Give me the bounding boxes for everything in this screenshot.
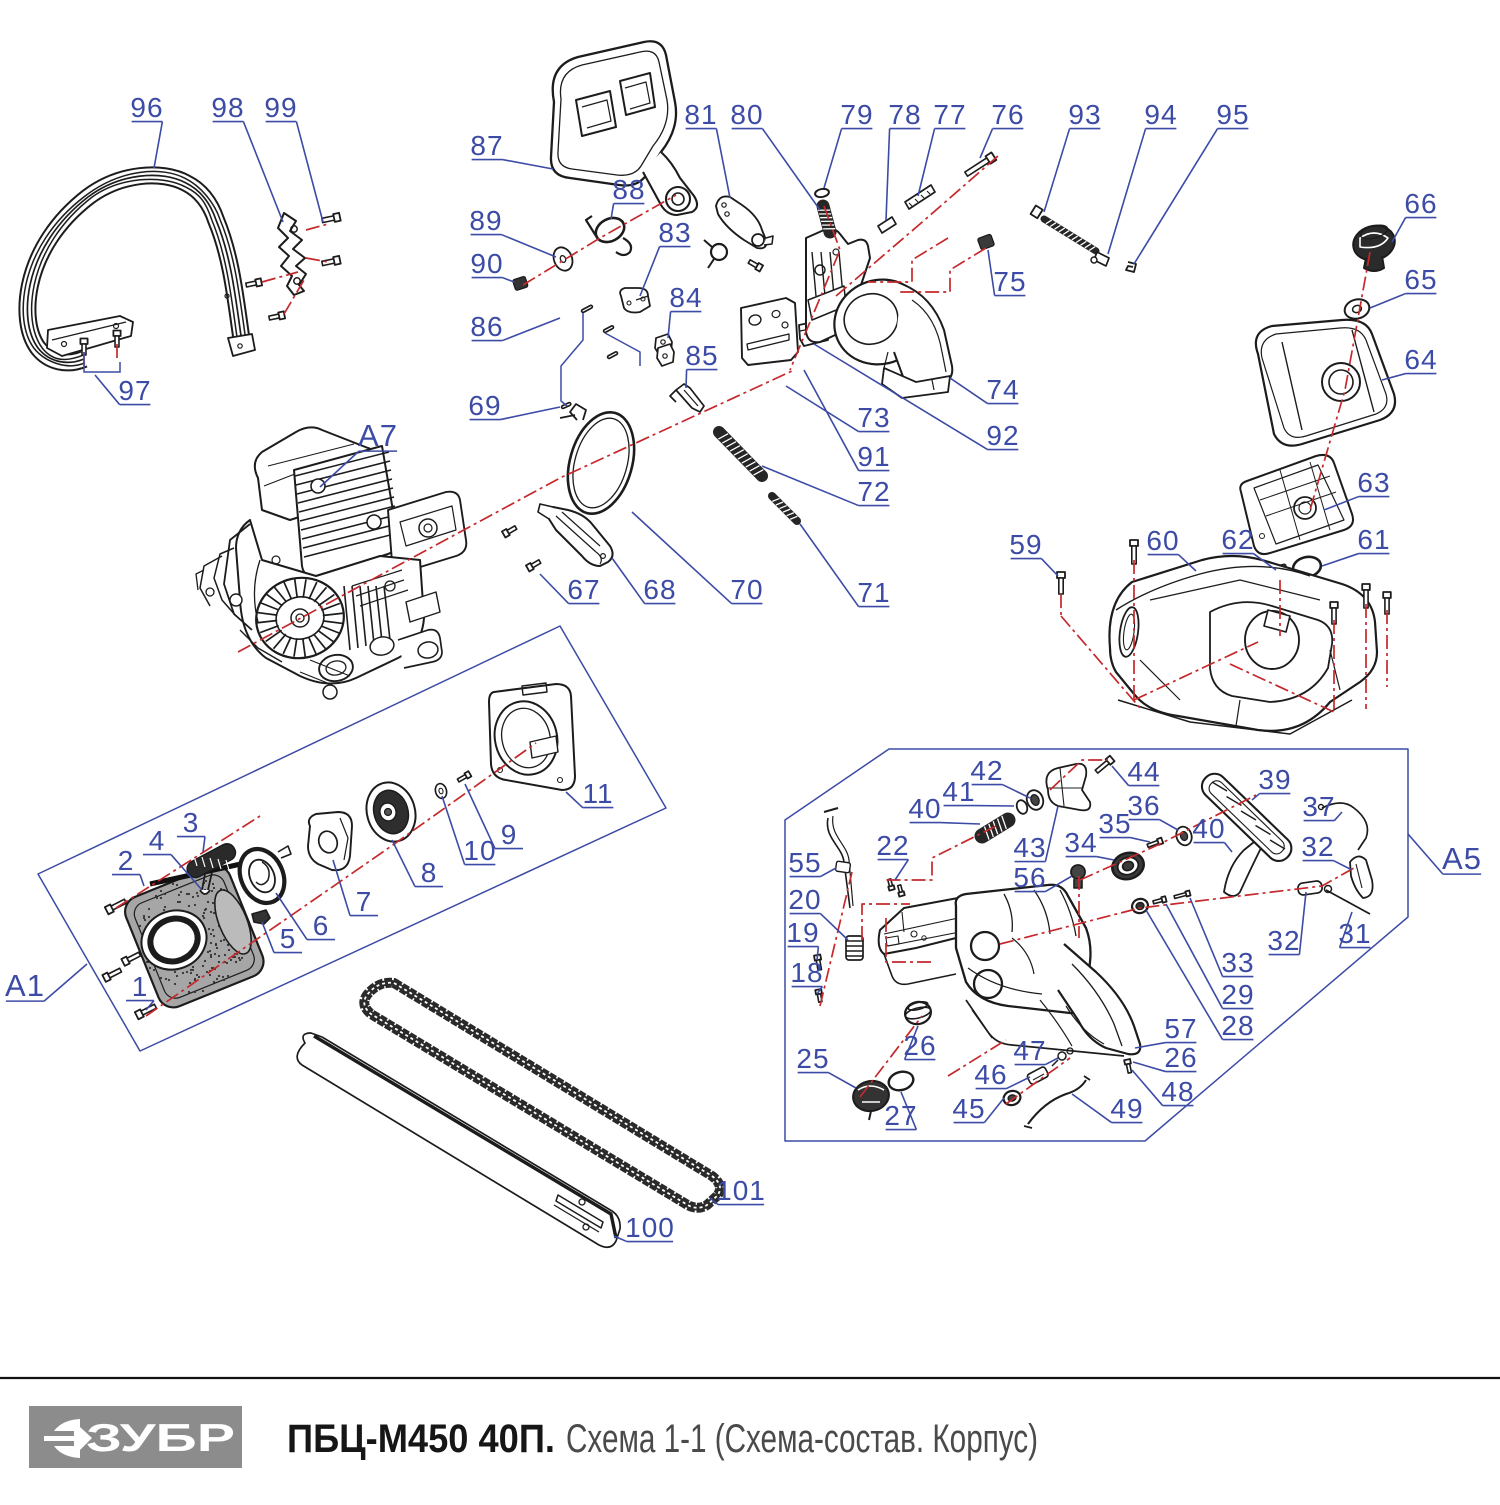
svg-text:72: 72 — [857, 476, 890, 507]
svg-text:19: 19 — [786, 917, 819, 948]
svg-text:A7: A7 — [358, 418, 398, 453]
svg-text:65: 65 — [1404, 264, 1437, 295]
svg-text:41: 41 — [942, 776, 975, 807]
svg-text:18: 18 — [790, 957, 823, 988]
svg-text:ЗУБР: ЗУБР — [86, 1417, 235, 1460]
svg-text:79: 79 — [840, 99, 873, 130]
svg-text:1: 1 — [132, 971, 149, 1002]
svg-text:100: 100 — [625, 1212, 675, 1243]
svg-text:98: 98 — [211, 92, 244, 123]
svg-text:31: 31 — [1338, 918, 1371, 949]
svg-text:26: 26 — [903, 1030, 936, 1061]
svg-text:46: 46 — [974, 1059, 1007, 1090]
svg-text:25: 25 — [796, 1043, 829, 1074]
svg-text:92: 92 — [986, 420, 1019, 451]
svg-text:10: 10 — [463, 835, 496, 866]
svg-text:86: 86 — [470, 311, 503, 342]
svg-text:101: 101 — [716, 1175, 766, 1206]
svg-text:6: 6 — [313, 910, 330, 941]
svg-text:89: 89 — [469, 205, 502, 236]
svg-text:90: 90 — [470, 248, 503, 279]
svg-text:40: 40 — [908, 793, 941, 824]
svg-text:4: 4 — [149, 825, 166, 856]
svg-text:47: 47 — [1013, 1035, 1046, 1066]
svg-text:7: 7 — [356, 886, 373, 917]
svg-text:48: 48 — [1161, 1076, 1194, 1107]
svg-text:9: 9 — [501, 819, 518, 850]
svg-text:45: 45 — [952, 1093, 985, 1124]
svg-text:60: 60 — [1146, 525, 1179, 556]
svg-text:78: 78 — [888, 99, 921, 130]
svg-text:A5: A5 — [1442, 841, 1482, 876]
svg-text:57: 57 — [1164, 1013, 1197, 1044]
svg-text:67: 67 — [567, 574, 600, 605]
svg-text:28: 28 — [1221, 1010, 1254, 1041]
svg-text:34: 34 — [1064, 827, 1097, 858]
svg-text:A1: A1 — [5, 968, 45, 1003]
svg-text:93: 93 — [1068, 99, 1101, 130]
svg-text:62: 62 — [1221, 524, 1254, 555]
svg-text:87: 87 — [470, 130, 503, 161]
svg-text:73: 73 — [857, 402, 890, 433]
svg-text:56: 56 — [1013, 862, 1046, 893]
svg-text:97: 97 — [118, 375, 151, 406]
svg-text:84: 84 — [669, 282, 702, 313]
svg-text:29: 29 — [1221, 979, 1254, 1010]
svg-text:Схема 1-1 (Схема-состав. Корпу: Схема 1-1 (Схема-состав. Корпус) — [566, 1417, 1038, 1461]
svg-text:96: 96 — [130, 92, 163, 123]
svg-text:20: 20 — [788, 884, 821, 915]
svg-text:66: 66 — [1404, 188, 1437, 219]
svg-text:94: 94 — [1144, 99, 1177, 130]
svg-text:22: 22 — [876, 830, 909, 861]
svg-text:69: 69 — [468, 390, 501, 421]
svg-text:81: 81 — [684, 99, 717, 130]
svg-text:32: 32 — [1267, 925, 1300, 956]
svg-text:55: 55 — [788, 847, 821, 878]
svg-text:59: 59 — [1009, 529, 1042, 560]
svg-text:76: 76 — [991, 99, 1024, 130]
svg-text:26: 26 — [1164, 1042, 1197, 1073]
svg-text:63: 63 — [1357, 467, 1390, 498]
svg-text:11: 11 — [582, 778, 613, 809]
svg-text:44: 44 — [1127, 756, 1160, 787]
svg-text:83: 83 — [658, 217, 691, 248]
svg-text:40: 40 — [1192, 813, 1225, 844]
svg-text:5: 5 — [280, 923, 297, 954]
svg-text:85: 85 — [685, 340, 718, 371]
svg-text:2: 2 — [118, 845, 135, 876]
svg-text:68: 68 — [643, 574, 676, 605]
svg-text:37: 37 — [1302, 791, 1335, 822]
svg-text:36: 36 — [1127, 790, 1160, 821]
svg-text:27: 27 — [884, 1100, 917, 1131]
svg-text:3: 3 — [183, 807, 200, 838]
svg-text:80: 80 — [730, 99, 763, 130]
svg-text:88: 88 — [612, 174, 645, 205]
svg-text:71: 71 — [857, 577, 890, 608]
svg-text:32: 32 — [1301, 831, 1334, 862]
svg-text:70: 70 — [730, 574, 763, 605]
svg-text:64: 64 — [1404, 344, 1437, 375]
svg-text:43: 43 — [1013, 832, 1046, 863]
svg-text:91: 91 — [857, 441, 890, 472]
svg-text:39: 39 — [1258, 764, 1291, 795]
svg-text:99: 99 — [264, 92, 297, 123]
svg-text:ПБЦ-М450 40П.: ПБЦ-М450 40П. — [287, 1417, 555, 1461]
svg-text:61: 61 — [1357, 524, 1390, 555]
svg-text:8: 8 — [421, 857, 438, 888]
svg-text:33: 33 — [1221, 947, 1254, 978]
svg-text:49: 49 — [1110, 1093, 1143, 1124]
svg-text:95: 95 — [1216, 99, 1249, 130]
svg-text:74: 74 — [986, 374, 1019, 405]
svg-text:77: 77 — [933, 99, 966, 130]
svg-text:75: 75 — [993, 266, 1026, 297]
